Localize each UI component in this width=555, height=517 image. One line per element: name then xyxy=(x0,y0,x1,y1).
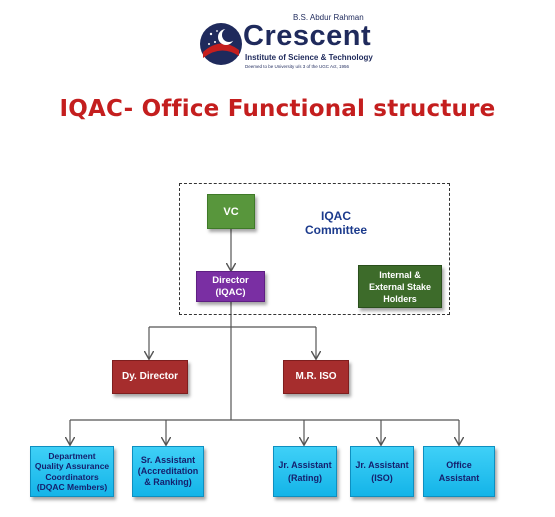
node-vc: VC xyxy=(207,194,255,229)
node-office-assistant: Office Assistant xyxy=(423,446,495,497)
node-mr-iso: M.R. ISO xyxy=(283,360,349,394)
node-stakeholders: Internal & External Stake Holders xyxy=(358,265,442,308)
logo-tagline: B.S. Abdur Rahman xyxy=(293,13,364,22)
iqac-committee-label: IQAC Committee xyxy=(304,209,367,237)
node-jr-assistant-iso: Jr. Assistant (ISO) xyxy=(350,446,414,497)
logo-institute: Institute of Science & Technology xyxy=(245,53,373,62)
node-dy-director: Dy. Director xyxy=(112,360,188,394)
logo-name: Crescent xyxy=(243,20,372,52)
iqac-committee-boundary xyxy=(179,183,450,315)
node-dqac: Department Quality Assurance Coordinator… xyxy=(30,446,114,497)
crescent-logo-emblem xyxy=(200,23,242,65)
node-sr-assistant: Sr. Assistant (Accreditation & Ranking) xyxy=(132,446,204,497)
node-director-iqac: Director (IQAC) xyxy=(196,271,265,302)
logo-deemed-line: Deemed to be University u/s 3 of the UGC… xyxy=(245,64,350,69)
node-jr-assistant-rating: Jr. Assistant (Rating) xyxy=(273,446,337,497)
page-title: IQAC- Office Functional structure xyxy=(59,96,496,122)
